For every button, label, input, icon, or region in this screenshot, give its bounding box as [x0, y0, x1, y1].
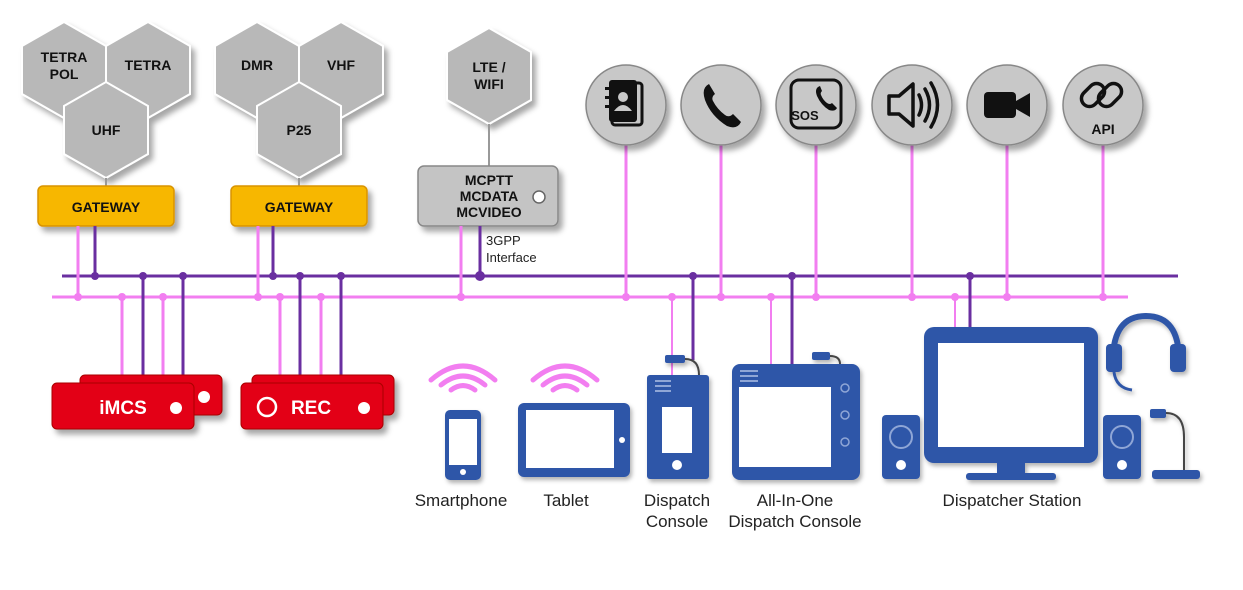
sos-text: SOS [791, 108, 819, 123]
hex-tetra-label: TETRA [125, 57, 172, 73]
gateway-right [230, 185, 368, 227]
rec-label: REC [291, 398, 331, 419]
smartphone-device [445, 410, 481, 480]
smartphone-label: Smartphone [415, 491, 508, 510]
imcs-server [51, 374, 223, 430]
hexagon-cluster-left [21, 20, 191, 180]
hex-lte-label-1: LTE / [472, 59, 505, 75]
gateway-left [37, 185, 175, 227]
tablet-label: Tablet [543, 491, 589, 510]
phone-icon [703, 84, 741, 128]
service-circles [585, 64, 1144, 146]
hex-p25-label: P25 [287, 122, 312, 138]
dispatch-console-device [647, 355, 709, 479]
server-drops [120, 276, 343, 383]
microphone-icon [1150, 409, 1200, 479]
api-link-icon: API [1079, 81, 1124, 137]
hex-tetra-pol-label-2: POL [50, 66, 79, 82]
gateway-drops [76, 226, 482, 297]
api-text: API [1091, 121, 1114, 137]
hex-dmr-label: DMR [241, 57, 273, 73]
all-in-one-console-device [732, 352, 860, 480]
speaker-icon [887, 81, 940, 129]
hex-lte-label-2: WIFI [474, 76, 504, 92]
dispatcher-station-device [882, 327, 1141, 480]
mcvideo-label: MCVIDEO [456, 204, 521, 220]
mcptt-label: MCPTT [465, 172, 514, 188]
contacts-icon [605, 80, 644, 127]
junction-dots [74, 271, 1107, 301]
imcs-label: iMCS [99, 398, 147, 419]
video-camera-icon [984, 92, 1030, 118]
hex-uhf-label: UHF [92, 122, 121, 138]
dispatcher-station-label: Dispatcher Station [943, 491, 1082, 510]
dispatch-console-label-2: Console [646, 512, 708, 531]
hex-vhf-label: VHF [327, 57, 355, 73]
phone-circle [680, 64, 762, 146]
interface-label-1: 3GPP [486, 233, 521, 248]
hexagon-cluster-right [214, 20, 384, 180]
mcptt-led [532, 190, 546, 204]
mcdata-label: MCDATA [460, 188, 519, 204]
headset-icon [1106, 312, 1186, 392]
all-in-one-label-2: Dispatch Console [728, 512, 861, 531]
service-drops [624, 140, 1105, 297]
all-in-one-label-1: All-In-One [757, 491, 834, 510]
tablet-device [518, 403, 630, 477]
gateway-left-label: GATEWAY [72, 199, 141, 215]
wifi-icon-smartphone [428, 363, 498, 393]
mcptt-server [417, 165, 559, 227]
gateway-right-label: GATEWAY [265, 199, 334, 215]
sos-icon: SOS [789, 78, 843, 130]
interface-label-2: Interface [486, 250, 537, 265]
sos-circle [775, 64, 857, 146]
dispatch-console-label-1: Dispatch [644, 491, 710, 510]
wifi-icon-tablet [530, 363, 600, 393]
rec-server [240, 374, 395, 430]
hex-tetra-pol-label-1: TETRA [41, 49, 88, 65]
